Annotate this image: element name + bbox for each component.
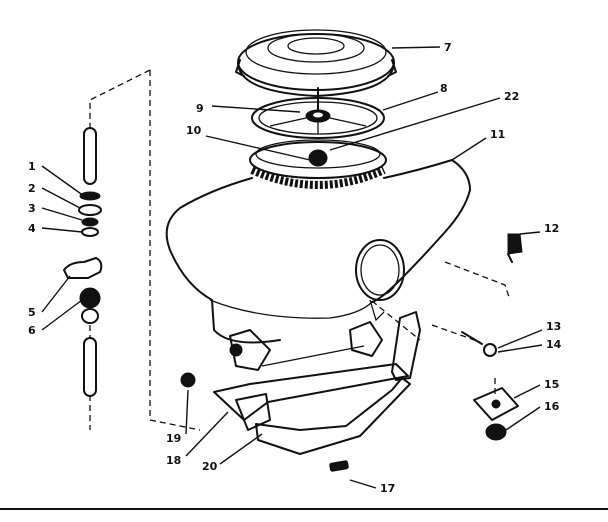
hopper-body (165, 159, 471, 344)
callout-13: 13 (546, 320, 561, 333)
lid-part (235, 29, 397, 97)
callout-11: 11 (490, 128, 505, 141)
callout-2: 2 (28, 182, 36, 195)
strainer-part (249, 139, 387, 189)
part-12 (507, 233, 523, 263)
callout-22: 22 (504, 90, 519, 103)
bolt-part-17 (329, 460, 349, 472)
callout-14: 14 (546, 338, 562, 351)
shaft-assembly (63, 127, 103, 397)
callout-15: 15 (544, 378, 559, 391)
callout-8: 8 (440, 82, 448, 95)
leader-lines (41, 46, 543, 489)
callout-12: 12 (544, 222, 559, 235)
callout-20: 20 (202, 460, 218, 473)
callout-10: 10 (186, 124, 202, 137)
callout-1: 1 (28, 160, 36, 173)
callout-3: 3 (28, 202, 36, 215)
frame-assembly (213, 311, 421, 455)
callout-9: 9 (196, 102, 204, 115)
callout-16: 16 (544, 400, 560, 413)
callout-labels: 7 8 9 22 10 11 12 1 2 3 4 5 6 13 14 15 1… (28, 41, 562, 495)
callout-4: 4 (28, 222, 36, 235)
callout-17: 17 (380, 482, 395, 495)
callout-19: 19 (166, 432, 181, 445)
gate-part (473, 387, 519, 441)
knob-part-19 (180, 372, 196, 388)
pin-part (461, 331, 497, 357)
callout-5: 5 (28, 306, 36, 319)
agitator-part (269, 87, 367, 134)
callout-7: 7 (444, 41, 452, 54)
callout-6: 6 (28, 324, 36, 337)
callout-18: 18 (166, 454, 181, 467)
assembly-guide-lines (89, 69, 511, 431)
